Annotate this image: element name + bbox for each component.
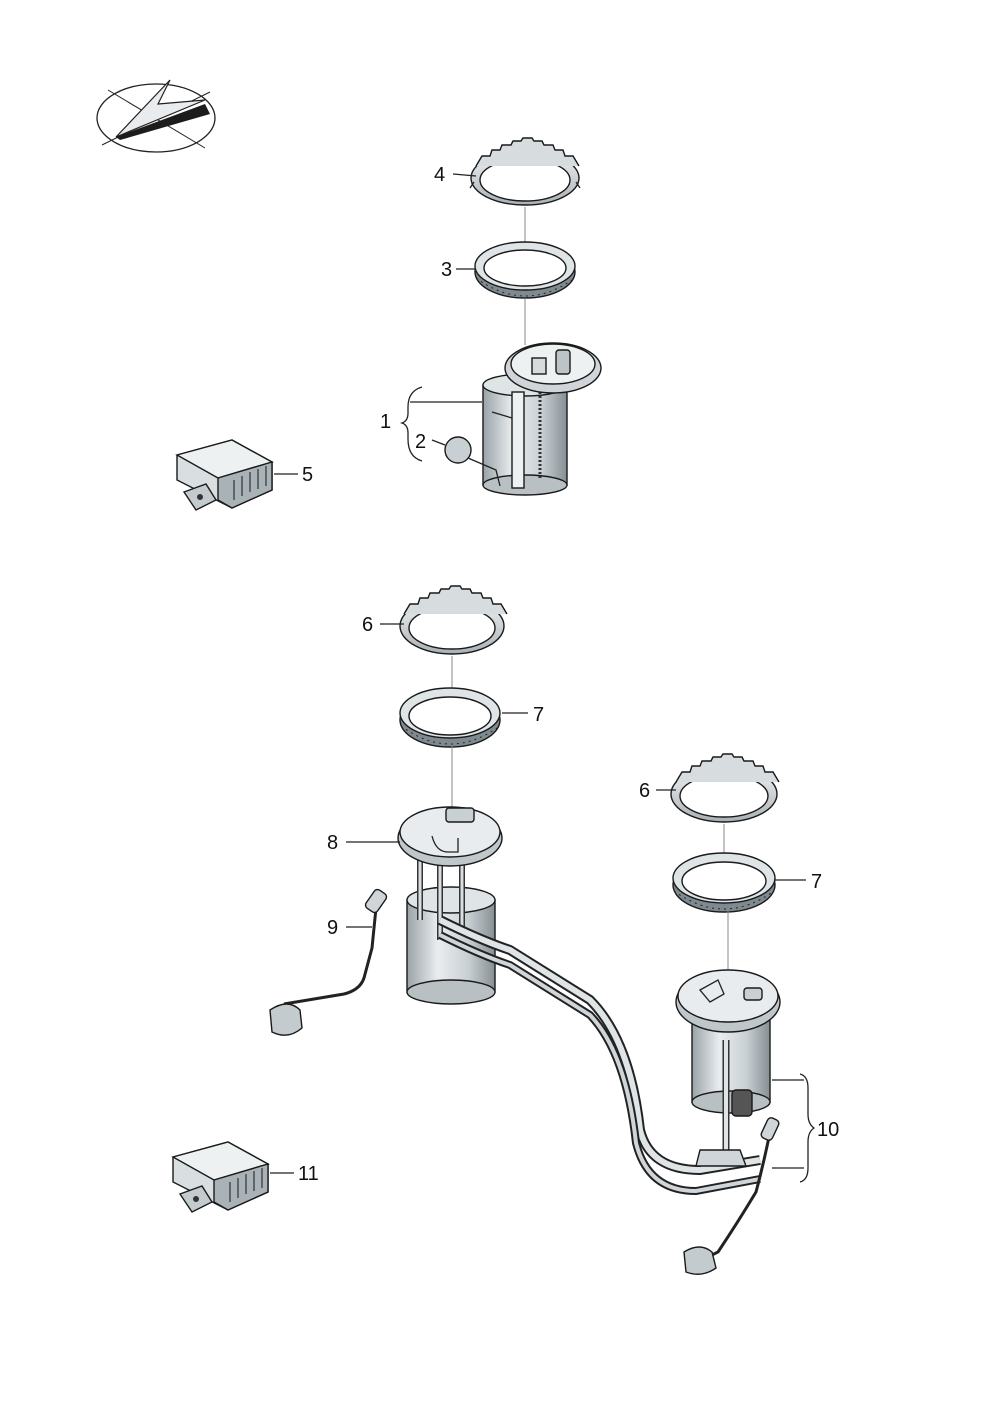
fuel-pump-module-part-1 <box>482 342 602 496</box>
callout-6-left: 6 <box>362 614 373 636</box>
locking-ring-part-6-right <box>670 753 780 823</box>
fuel-pump-module-part-10 <box>675 969 781 1167</box>
callout-7-left: 7 <box>533 704 544 726</box>
locking-ring-part-6-left <box>399 585 508 655</box>
callout-7-right: 7 <box>811 871 822 893</box>
callout-1: 1 <box>380 411 391 433</box>
callout-11: 11 <box>298 1163 319 1185</box>
locking-ring-part-4 <box>469 137 581 206</box>
callout-4: 4 <box>434 164 445 186</box>
callout-2: 2 <box>415 431 426 453</box>
float-part-2 <box>444 436 501 487</box>
seal-ring-part-7-left <box>399 687 501 748</box>
seal-ring-part-3 <box>474 241 576 299</box>
seal-ring-part-7-right <box>672 852 776 913</box>
control-unit-part-11 <box>171 1141 270 1213</box>
callout-9: 9 <box>327 917 338 939</box>
fuel-sender-unit-part-8 <box>397 806 503 1005</box>
level-sensor-part-9 <box>269 888 388 1036</box>
callout-3: 3 <box>441 259 452 281</box>
compass-direction-icon <box>96 79 216 153</box>
callout-8: 8 <box>327 832 338 854</box>
control-unit-part-5 <box>175 439 274 511</box>
callout-10: 10 <box>817 1119 839 1141</box>
callout-5: 5 <box>302 464 313 486</box>
callout-6-right: 6 <box>639 780 650 802</box>
